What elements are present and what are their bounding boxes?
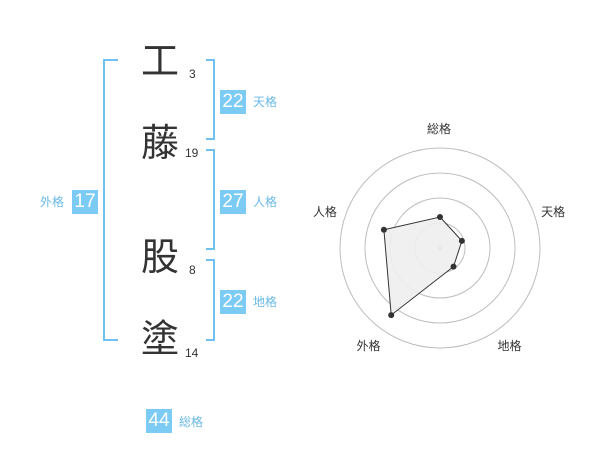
gaikaku-value: 17 [72, 190, 98, 214]
radar-point-3 [450, 263, 457, 270]
chikaku-bracket [206, 259, 215, 341]
radar-point-1 [437, 214, 443, 220]
radar-ring-4 [339, 147, 541, 349]
radar-axis-label-3: 地格 [497, 339, 522, 354]
soukaku-value: 44 [146, 409, 172, 433]
stroke-count-4: 14 [185, 346, 199, 360]
radar-point-5 [380, 226, 387, 233]
stroke-count-2: 19 [185, 146, 199, 160]
radar-axis-label-1: 総格 [427, 122, 452, 136]
jinkaku-value: 27 [220, 190, 246, 214]
chikaku-label: 地格 [253, 295, 278, 309]
radar-axis-label-2: 天格 [541, 204, 566, 219]
radar-axis-label-5: 人格 [312, 204, 337, 219]
radar-points [380, 214, 465, 319]
radar-point-2 [458, 237, 465, 244]
radar-axis-label-4: 外格 [356, 339, 381, 354]
radar-series-polygon [383, 216, 463, 317]
radar-grid [339, 147, 541, 349]
gaikaku-bracket [103, 59, 118, 341]
name-char-1: 工 [141, 39, 180, 83]
name-char-3: 股 [141, 235, 180, 279]
soukaku-label: 総格 [179, 415, 204, 429]
tenkaku-bracket [206, 59, 215, 140]
stroke-count-1: 3 [189, 67, 196, 81]
chikaku-value: 22 [220, 290, 246, 314]
name-char-4: 塗 [141, 317, 180, 361]
gaikaku-label: 外格 [40, 195, 65, 209]
tenkaku-value: 22 [220, 90, 246, 114]
jinkaku-label: 人格 [253, 195, 278, 209]
stroke-count-3: 8 [189, 263, 196, 277]
radar-ring-3 [364, 172, 516, 324]
name-char-2: 藤 [141, 121, 180, 165]
jinkaku-bracket [206, 149, 215, 250]
radar-point-4 [388, 312, 395, 319]
tenkaku-label: 天格 [253, 95, 278, 109]
